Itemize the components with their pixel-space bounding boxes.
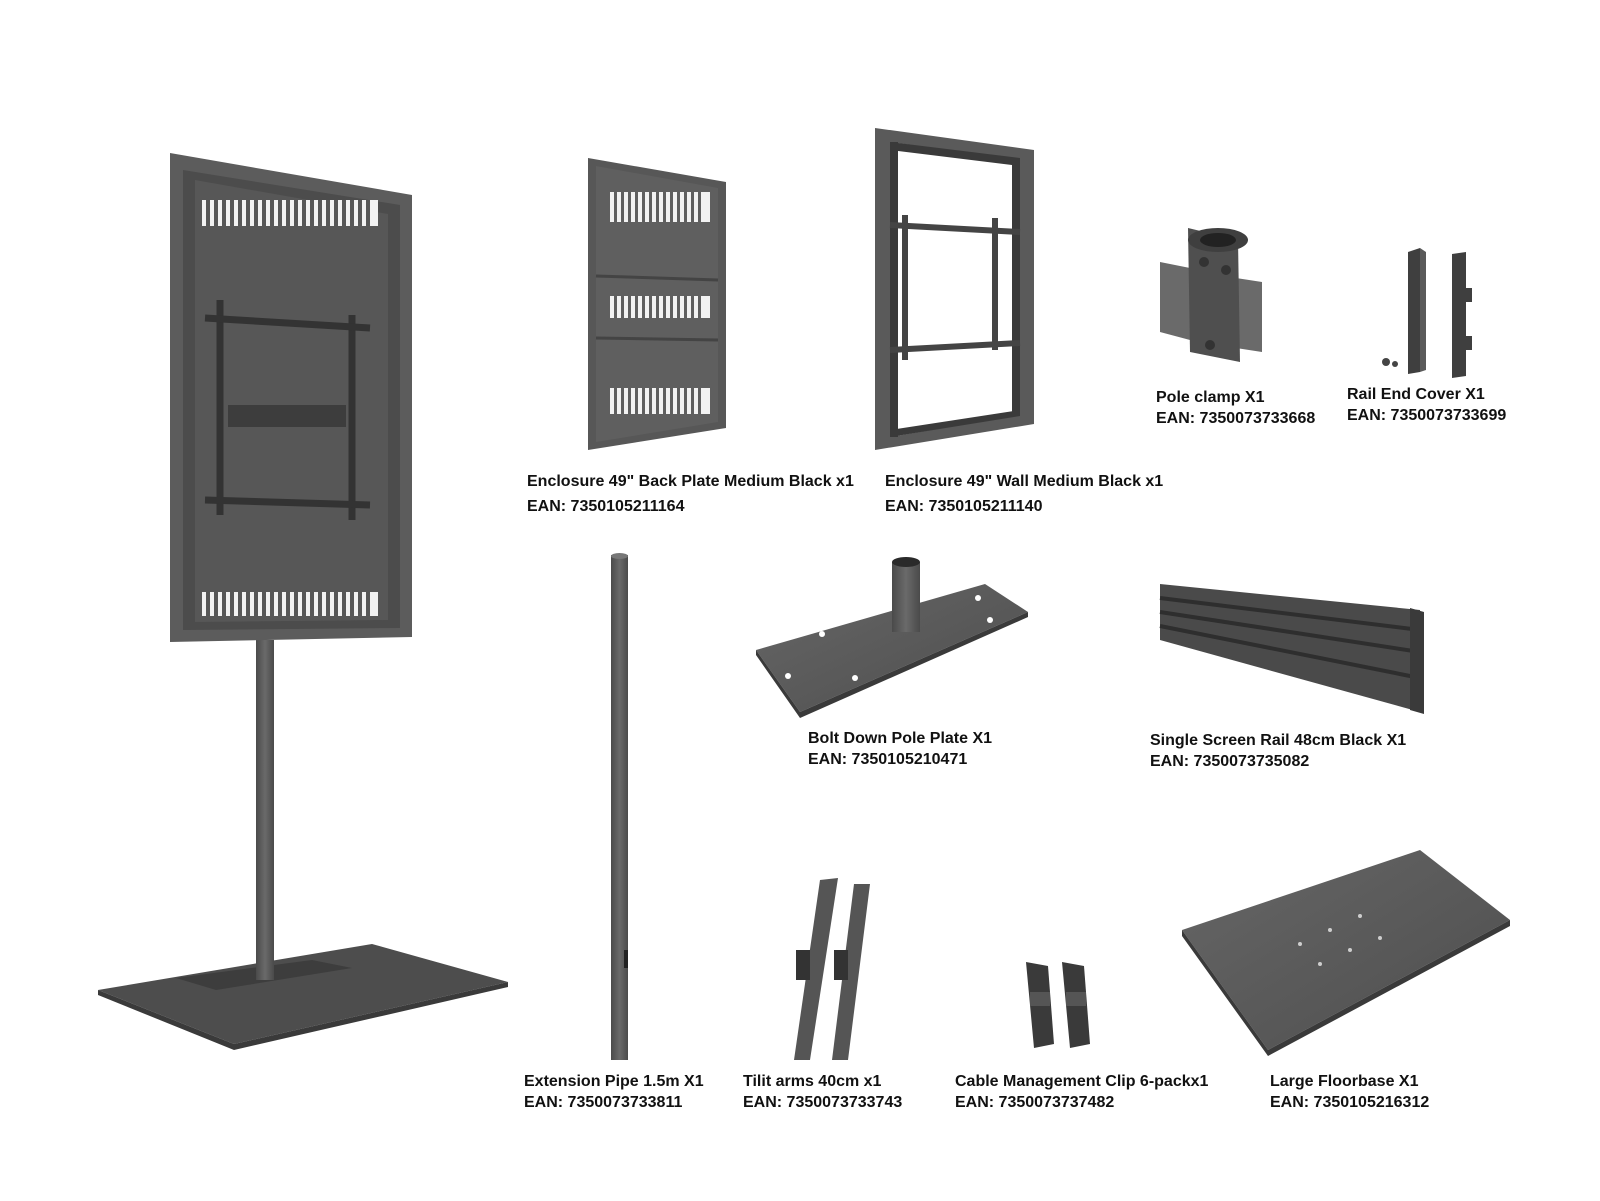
product-label-tilt-arms: Tilit arms 40cm x1 EAN: 7350073733743 — [743, 1071, 902, 1113]
screen-rail-icon — [1159, 584, 1424, 714]
product-label-floorbase: Large Floorbase X1 EAN: 7350105216312 — [1270, 1071, 1429, 1113]
product-name: Rail End Cover X1 — [1347, 386, 1485, 403]
product-ean: EAN: 7350105211140 — [885, 498, 1043, 515]
enclosure-wall-frame-icon — [875, 128, 1034, 450]
product-name: Cable Management Clip 6-packx1 — [955, 1073, 1209, 1090]
product-label-back-plate: Enclosure 49" Back Plate Medium Black x1… — [527, 471, 854, 517]
product-ean: EAN: 7350073733811 — [524, 1094, 683, 1111]
pole-clamp-icon — [1160, 228, 1262, 362]
product-name: Large Floorbase X1 — [1270, 1073, 1419, 1090]
product-name: Enclosure 49" Wall Medium Black x1 — [885, 473, 1164, 490]
product-label-rail-end-cover: Rail End Cover X1 EAN: 7350073733699 — [1347, 384, 1506, 426]
enclosure-back-plate-icon — [588, 158, 726, 450]
product-name: Bolt Down Pole Plate X1 — [808, 730, 993, 747]
product-ean: EAN: 7350073735082 — [1150, 753, 1310, 770]
product-name: Pole clamp X1 — [1156, 389, 1265, 406]
product-name: Single Screen Rail 48cm Black X1 — [1150, 732, 1407, 749]
bolt-down-pole-plate-icon — [756, 557, 1028, 718]
large-floorbase-icon — [1182, 850, 1510, 1056]
product-label-wall: Enclosure 49" Wall Medium Black x1 EAN: … — [885, 471, 1163, 517]
rail-end-cover-icon — [1382, 248, 1472, 378]
extension-pipe-icon — [611, 553, 628, 1060]
product-ean: EAN: 7350105210471 — [808, 751, 968, 768]
product-label-pole-clamp: Pole clamp X1 EAN: 7350073733668 — [1156, 387, 1315, 429]
product-ean: EAN: 7350073733668 — [1156, 410, 1316, 427]
product-name: Extension Pipe 1.5m X1 — [524, 1073, 704, 1090]
assembled-kiosk-icon — [98, 153, 508, 1050]
product-name: Enclosure 49" Back Plate Medium Black x1 — [527, 473, 854, 490]
tilt-arms-icon — [794, 878, 870, 1060]
product-ean: EAN: 7350073733743 — [743, 1094, 903, 1111]
product-ean: EAN: 7350073737482 — [955, 1094, 1115, 1111]
product-name: Tilit arms 40cm x1 — [743, 1073, 882, 1090]
product-label-extension-pipe: Extension Pipe 1.5m X1 EAN: 735007373381… — [524, 1071, 704, 1113]
product-ean: EAN: 7350105216312 — [1270, 1094, 1430, 1111]
product-ean: EAN: 7350105211164 — [527, 498, 685, 515]
product-label-screen-rail: Single Screen Rail 48cm Black X1 EAN: 73… — [1150, 730, 1406, 772]
product-label-cable-clip: Cable Management Clip 6-packx1 EAN: 7350… — [955, 1071, 1208, 1113]
product-ean: EAN: 7350073733699 — [1347, 407, 1507, 424]
product-label-bolt-down-plate: Bolt Down Pole Plate X1 EAN: 73501052104… — [808, 728, 992, 770]
cable-management-clip-icon — [1026, 962, 1090, 1048]
